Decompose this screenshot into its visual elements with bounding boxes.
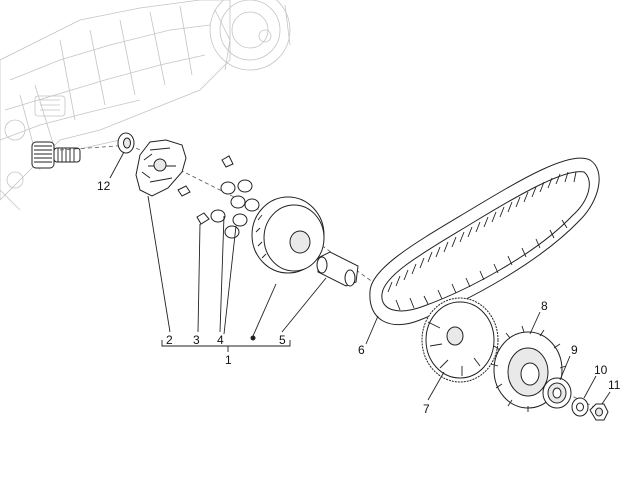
rollers-part-4 bbox=[210, 179, 260, 239]
callout-12: 12 bbox=[97, 179, 111, 193]
callout-1: 1 bbox=[225, 353, 232, 367]
leader-lines bbox=[109, 151, 611, 405]
callout-7: 7 bbox=[423, 402, 430, 416]
washer-part-10 bbox=[571, 397, 589, 417]
callout-2: 2 bbox=[166, 333, 173, 347]
callout-8: 8 bbox=[541, 299, 548, 313]
fan-pulley-part-7 bbox=[421, 297, 499, 383]
spacer-washer-part-12 bbox=[117, 132, 135, 154]
ramp-plate-part-2 bbox=[135, 139, 187, 197]
callout-11: 11 bbox=[608, 378, 621, 392]
callout-10: 10 bbox=[594, 363, 608, 377]
callout-5: 5 bbox=[279, 333, 286, 347]
primary-shaft bbox=[31, 141, 81, 169]
nut-part-11 bbox=[589, 403, 609, 421]
bushing-part-5 bbox=[316, 251, 359, 287]
callout-labels: 12 2 3 4 5 1 6 7 8 9 10 11 bbox=[97, 179, 621, 416]
engine-casing-ghost bbox=[0, 0, 291, 211]
callout-4: 4 bbox=[217, 333, 224, 347]
callout-6: 6 bbox=[358, 343, 365, 357]
callout-3: 3 bbox=[193, 333, 200, 347]
movable-half-pulley bbox=[251, 196, 325, 274]
sliders-part-3 bbox=[177, 155, 234, 225]
callout-9: 9 bbox=[571, 343, 578, 357]
bearing-part-9 bbox=[542, 377, 572, 409]
drive-belt-part-6 bbox=[369, 157, 600, 326]
